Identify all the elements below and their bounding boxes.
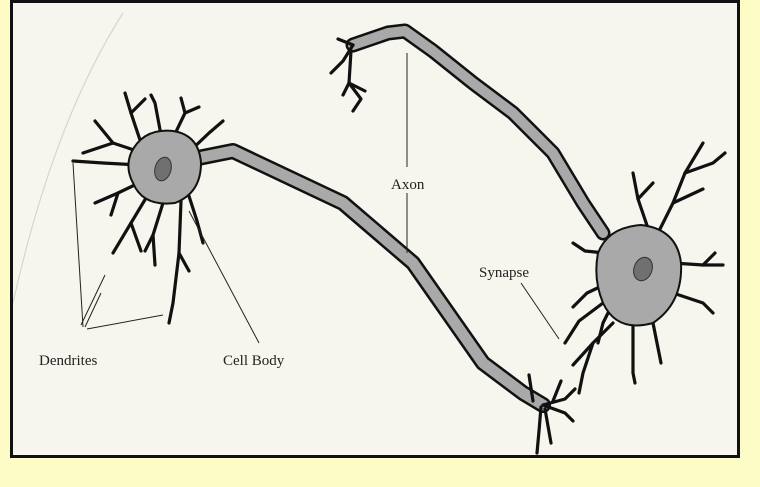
cell-body-label: Cell Body: [223, 353, 285, 369]
cell-body-pointer: [189, 211, 259, 343]
right-cell-body: [596, 225, 681, 326]
axon-label: Axon: [391, 177, 425, 193]
second-axon: [353, 31, 603, 233]
dendrites-label: Dendrites: [39, 353, 97, 369]
synapse-pointer: [521, 283, 559, 339]
synapse-label: Synapse: [479, 265, 529, 281]
left-dendrites: [73, 93, 223, 323]
neuron-diagram: Dendrites Cell Body Axon Synapse: [13, 3, 737, 455]
diagram-frame: Dendrites Cell Body Axon Synapse: [10, 0, 740, 458]
background-arc: [13, 13, 123, 303]
axon-terminals: [529, 375, 575, 453]
left-cell-body: [128, 131, 201, 204]
